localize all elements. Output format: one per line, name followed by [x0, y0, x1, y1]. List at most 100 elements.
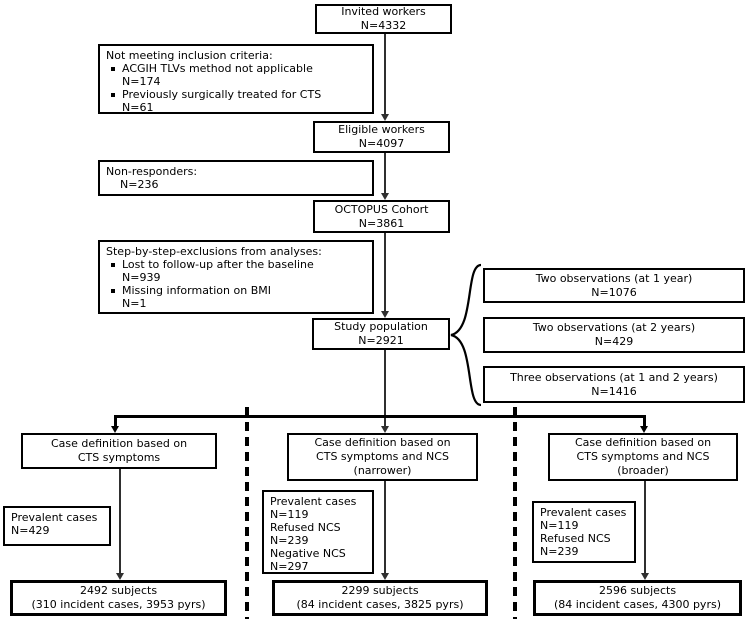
box-line: N=429 [11, 524, 50, 537]
box-case-definition-ncs-broader: Case definition based on CTS symptoms an… [548, 433, 738, 481]
arrow-down-icon [116, 573, 124, 580]
box-line: CTS symptoms [77, 451, 161, 464]
bullet-icon [111, 263, 115, 267]
box-title: Step-by-step-exclusions from analyses: [106, 245, 322, 258]
list-item: ACGIH TLVs method not applicable N=174 [106, 62, 366, 88]
box-title: Two observations (at 1 year) [535, 271, 693, 285]
box-result-branch1: 2492 subjects (310 incident cases, 3953 … [10, 580, 227, 616]
box-line: (narrower) [353, 464, 412, 477]
connector-line [119, 469, 121, 573]
box-line: Prevalent cases [11, 511, 98, 524]
connector-line [114, 415, 117, 426]
arrow-down-icon [381, 114, 389, 121]
list-item-count: N=939 [122, 271, 161, 284]
box-excluded-branch1: Prevalent cases N=429 [3, 506, 111, 546]
bullet-icon [111, 67, 115, 71]
list-item: Missing information on BMI N=1 [106, 284, 366, 310]
box-line: Prevalent cases [270, 495, 357, 508]
connector-line [384, 232, 386, 311]
connector-line [384, 34, 386, 114]
dashed-separator [513, 407, 517, 619]
box-eligible-workers: Eligible workers N=4097 [313, 121, 450, 153]
arrow-down-icon [381, 573, 389, 580]
box-excluded-branch2: Prevalent cases N=119 Refused NCS N=239 … [262, 490, 374, 574]
connector-line [643, 415, 646, 426]
box-count: N=3861 [358, 216, 405, 230]
box-not-meeting-criteria: Not meeting inclusion criteria: ACGIH TL… [98, 44, 374, 114]
arrow-down-icon [111, 426, 119, 433]
bullet-icon [111, 289, 115, 293]
list-item: Lost to follow-up after the baseline N=9… [106, 258, 366, 284]
box-title: Study population [334, 320, 428, 333]
box-line: CTS symptoms and NCS [316, 450, 449, 463]
box-line: (84 incident cases, 3825 pyrs) [296, 598, 464, 611]
box-line: Refused NCS [540, 532, 611, 545]
dashed-separator [245, 407, 249, 619]
list-item-count: N=61 [122, 101, 154, 114]
box-stepwise-exclusions: Step-by-step-exclusions from analyses: L… [98, 240, 374, 314]
box-study-population: Study population N=2921 [312, 318, 450, 350]
box-line: Case definition based on [50, 437, 188, 450]
list-item-text: ACGIH TLVs method not applicable [122, 62, 313, 75]
arrow-down-icon [640, 426, 648, 433]
arrow-down-icon [381, 193, 389, 200]
box-title: OCTOPUS Cohort [334, 202, 429, 216]
box-count: N=2921 [358, 334, 404, 347]
box-result-branch3: 2596 subjects (84 incident cases, 4300 p… [533, 580, 742, 616]
list-item-text: Missing information on BMI [122, 284, 271, 297]
arrow-down-icon [381, 311, 389, 318]
box-line: N=119 [270, 508, 309, 521]
box-line: 2299 subjects [341, 584, 419, 597]
box-line: (broader) [617, 464, 669, 477]
box-line: Negative NCS [270, 547, 346, 560]
box-count: N=1416 [591, 384, 637, 398]
box-line: Prevalent cases [540, 506, 627, 519]
box-line: N=119 [540, 519, 579, 532]
box-invited-workers: Invited workers N=4332 [315, 4, 452, 34]
box-case-definition-ncs-narrower: Case definition based on CTS symptoms an… [287, 433, 478, 481]
box-title: Not meeting inclusion criteria: [106, 49, 273, 62]
list-item-text: Previously surgically treated for CTS [122, 88, 322, 101]
box-line: N=239 [540, 545, 579, 558]
box-observations-1yr: Two observations (at 1 year) N=1076 [483, 268, 745, 303]
list-item-count: N=1 [122, 297, 147, 310]
list-item-text: Lost to follow-up after the baseline [122, 258, 314, 271]
box-line: 2596 subjects [598, 584, 677, 597]
box-line: Case definition based on [314, 436, 451, 449]
box-line: N=297 [270, 560, 309, 573]
list-item: Previously surgically treated for CTS N=… [106, 88, 366, 114]
box-count: N=1076 [591, 285, 637, 299]
box-line: CTS symptoms and NCS [576, 450, 710, 463]
connector-line [384, 153, 386, 193]
connector-line [644, 481, 646, 573]
arrow-down-icon [641, 573, 649, 580]
connector-line [384, 350, 386, 426]
list-item-count: N=174 [122, 75, 161, 88]
box-line: N=239 [270, 534, 309, 547]
brace-icon [450, 263, 482, 407]
box-case-definition-symptoms: Case definition based on CTS symptoms [21, 433, 217, 469]
connector-line [384, 481, 386, 573]
box-count: N=429 [594, 335, 634, 348]
arrow-down-icon [381, 426, 389, 433]
bullet-icon [111, 93, 115, 97]
box-non-responders: Non-responders: N=236 [98, 160, 374, 196]
connector-line [114, 415, 646, 418]
box-count: N=4097 [358, 137, 405, 150]
box-line: (84 incident cases, 4300 pyrs) [554, 598, 721, 611]
box-line: (310 incident cases, 3953 pyrs) [31, 598, 206, 611]
box-octopus-cohort: OCTOPUS Cohort N=3861 [313, 200, 450, 233]
box-title: Non-responders: [106, 165, 198, 178]
box-count: N=236 [120, 178, 159, 191]
box-result-branch2: 2299 subjects (84 incident cases, 3825 p… [272, 580, 488, 616]
box-title: Eligible workers [338, 123, 425, 136]
box-excluded-branch3: Prevalent cases N=119 Refused NCS N=239 [532, 501, 636, 563]
box-observations-1and2yr: Three observations (at 1 and 2 years) N=… [483, 366, 745, 403]
box-line: Refused NCS [270, 521, 341, 534]
box-line: 2492 subjects [79, 584, 158, 597]
box-title: Two observations (at 2 years) [532, 321, 696, 334]
box-title: Three observations (at 1 and 2 years) [510, 370, 718, 384]
box-line: Case definition based on [574, 436, 712, 449]
box-title: Invited workers [341, 5, 426, 18]
